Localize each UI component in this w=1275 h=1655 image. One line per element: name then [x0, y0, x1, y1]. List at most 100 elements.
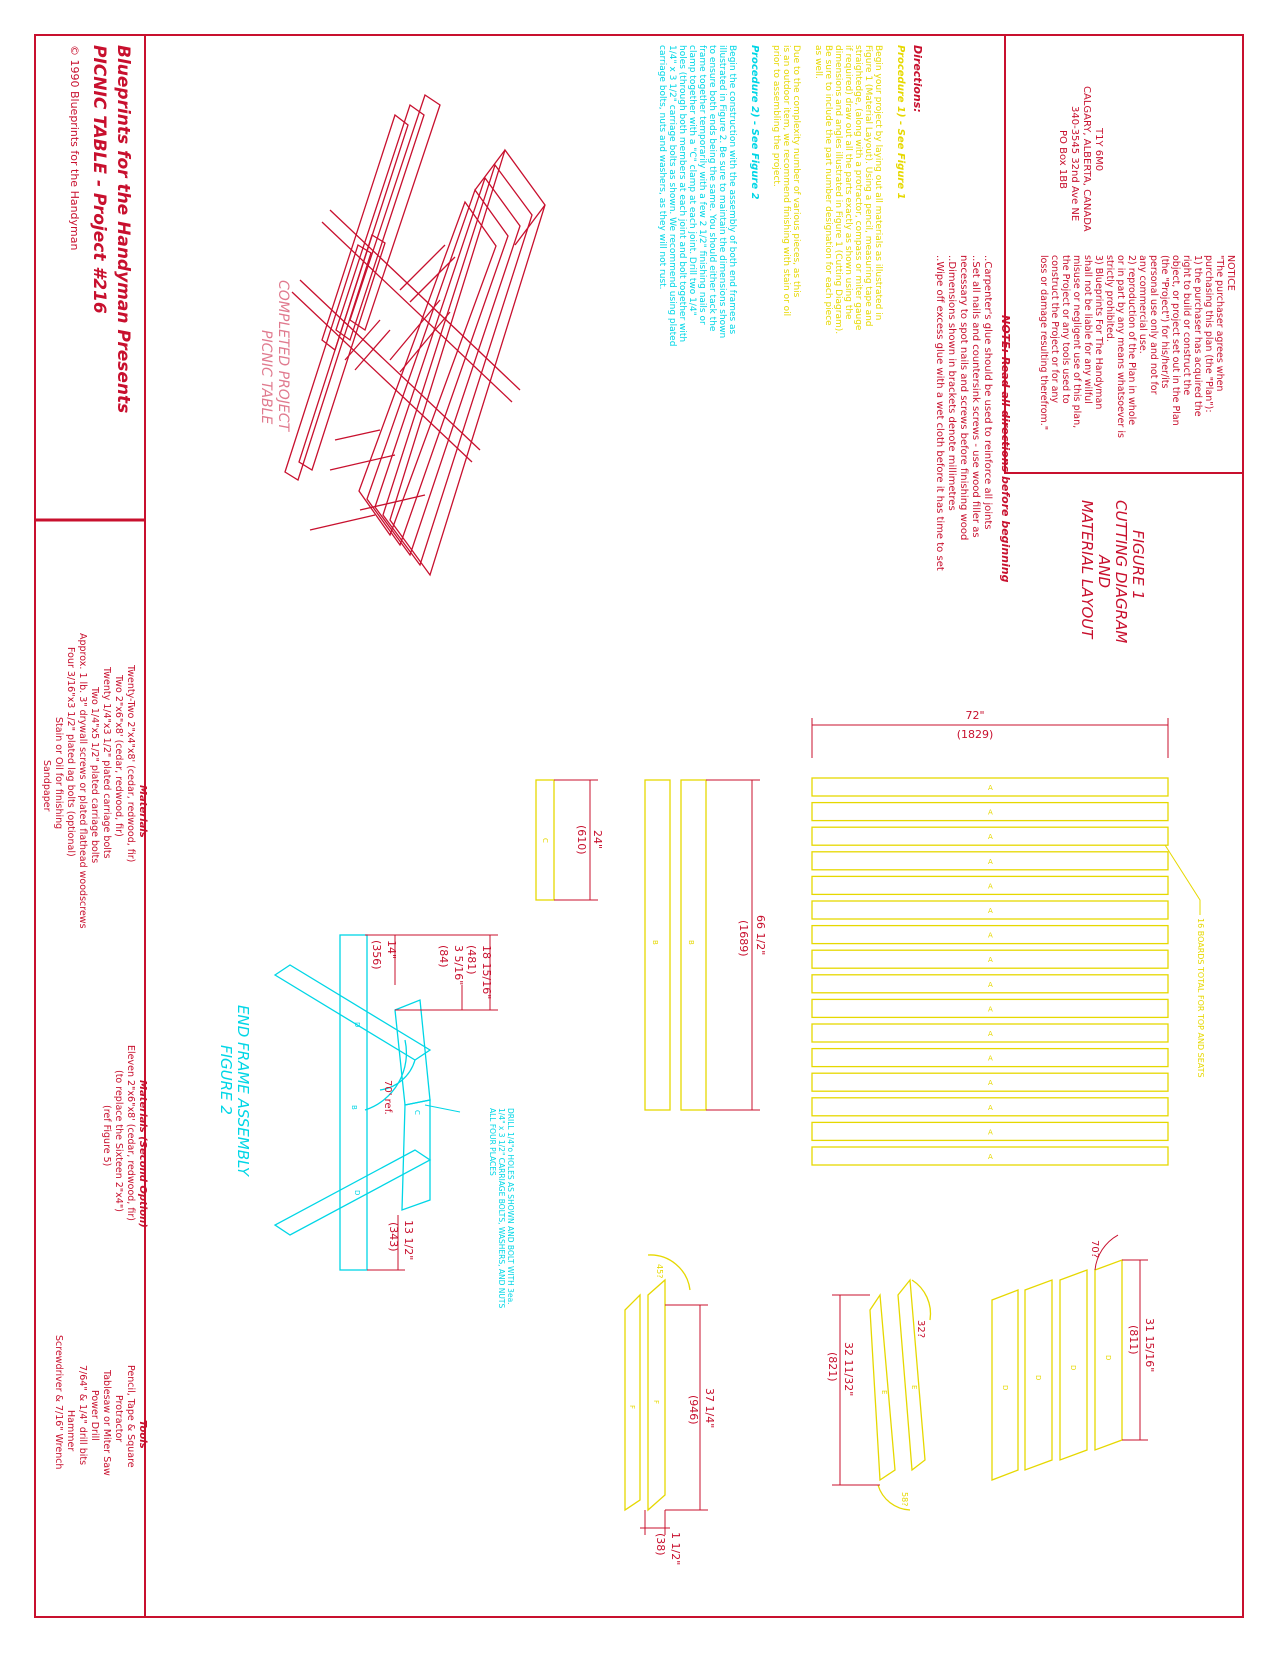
board-a-label: A: [988, 809, 993, 817]
board-a: [811, 949, 1169, 969]
board-a-label: A: [988, 1153, 993, 1161]
title-line-2: PICNIC TABLE - Project #216: [89, 45, 109, 314]
materials-item: Two 2"x6"x8' (cedar, redwood, fir): [113, 674, 124, 837]
materials-2-item: (ref Figure 5): [101, 1105, 112, 1166]
dim-37: [640, 1304, 708, 1535]
address-line: CALGARY, ALBERTA, CANADA: [1081, 86, 1092, 232]
figure-2-dims: [365, 934, 498, 1271]
materials-heading: Materials: [137, 785, 148, 838]
board-a-label: A: [988, 907, 993, 915]
notice-line: 3) Blueprints For The Handyman: [1093, 255, 1104, 409]
procedure-1-heading: Procedure 1) - See Figure 1: [895, 45, 906, 200]
notice-line: "The purchaser agrees when: [1214, 255, 1225, 391]
board-a: [811, 777, 1169, 797]
dim-3-mm: (84): [437, 945, 450, 968]
address-line: PO Box 1BB: [1057, 130, 1068, 189]
direction-item: ..Wipe off excess glue with a wet cloth …: [934, 255, 945, 571]
frame-angle-ref: 70' ref.: [382, 1080, 393, 1115]
figure-2-title-line: FIGURE 2: [217, 1045, 235, 1115]
board-a: [811, 801, 1169, 822]
board-a-label: A: [988, 932, 993, 940]
dim-72: [811, 718, 1169, 758]
dim-18-mm: (481): [465, 945, 478, 975]
dim-31-mm: (811): [1127, 1325, 1140, 1355]
notice-line: right to build or construct the: [1181, 255, 1192, 395]
procedure-line: carriage bolts, nuts and washers, as the…: [657, 45, 667, 290]
frame-part-b-label: B: [350, 1105, 358, 1110]
materials-item: Sandpaper: [41, 760, 52, 812]
picnic-table-drawing: [284, 93, 546, 577]
board-e-label: E: [910, 1385, 918, 1389]
tools-item: 7/64" & 1/4" drill bits: [77, 1365, 88, 1465]
procedure-line: is an outdoor item, we recommend finishi…: [781, 45, 791, 316]
materials-item: Two 1/4"x5 1/2" plated carriage bolts: [89, 686, 100, 863]
copyright-text: © 1990 Blueprints for the Handyman: [68, 45, 81, 251]
procedure-line: if required) draw out all the parts exac…: [843, 45, 853, 320]
tools-item: Tablesaw or Miter Saw: [101, 1369, 112, 1476]
notice-line: purchasing this plan (the "Plan"):: [1203, 255, 1214, 413]
board-a: [811, 1047, 1169, 1068]
dim-72-label: 72": [965, 709, 984, 722]
board-b-label: B: [651, 940, 659, 945]
end-frame-drawing: [273, 934, 432, 1271]
title-line-1: Blueprints for the Handyman Presents: [113, 45, 133, 413]
completed-label-line-2: COMPLETED PROJECT: [275, 280, 291, 433]
materials-item: Four 3/16"x3 1/2" plated lag bolts (opti…: [65, 647, 76, 857]
title-block: Blueprints for the Handyman Presents PIC…: [68, 45, 133, 413]
procedure-line: clamp together with a "C" clamp at each …: [687, 45, 697, 316]
board-e-label: E: [880, 1390, 888, 1394]
board-a-label: A: [988, 1128, 993, 1136]
tools-item: Pencil, Tape & Square: [125, 1365, 136, 1468]
procedure-line: frame together temporarily with a few 2 …: [697, 45, 707, 325]
notice-line: construct the Project or for any: [1049, 255, 1060, 403]
materials-2-item: (to replace the Sixteen 2"x4"): [113, 1070, 124, 1212]
completed-label-line-1: PICNIC TABLE: [258, 330, 274, 424]
tools-item: Screwdriver & 7/16" Wrench: [53, 1335, 64, 1469]
board-a-label: A: [988, 956, 993, 964]
board-a-label: A: [988, 1104, 993, 1112]
board-f-label: F: [628, 1405, 636, 1409]
direction-item: ..Set all nails and countersink screws -…: [970, 255, 981, 538]
address-line: T1Y 6M0: [1093, 127, 1104, 171]
notice-line: shall not be liable for any wilful: [1082, 255, 1093, 404]
board-d-label: D: [1034, 1375, 1042, 1380]
figure-1-title-line: CUTTING DIAGRAM: [1112, 500, 1130, 643]
dim-32-label: 32 11/32": [842, 1342, 855, 1396]
materials-item: Approx. 1 lb. 3" drywall screws or plate…: [77, 633, 88, 929]
dim-13-label: 13 1/2": [402, 1220, 415, 1260]
angle-70-label: 70?: [1089, 1240, 1100, 1258]
table-top-boards: [358, 148, 546, 577]
dim-3-label: 3 5/16": [452, 945, 465, 985]
procedure-1-block: Procedure 1) - See Figure 1 Begin your p…: [771, 45, 906, 334]
direction-item: ..Dimensions shown in brackets denote mi…: [946, 255, 957, 511]
boards-note: 16 BOARDS TOTAL FOR TOP AND SEATS: [1196, 918, 1205, 1078]
dim-37-label: 37 1/4": [703, 1388, 716, 1428]
dim-24-label: 24": [591, 830, 604, 849]
directions-block: NOTE: Read all directions before beginni…: [911, 45, 1012, 583]
board-d-label: D: [1104, 1355, 1112, 1360]
boards-e: [869, 1278, 932, 1511]
procedure-2-block: Procedure 2) - See Figure 2 Begin the co…: [657, 45, 760, 346]
boards-d: [991, 1259, 1123, 1481]
board-d-label: D: [1001, 1385, 1009, 1390]
drill-note: DRILL 1/4"o HOLES AS SHOWN AND BOLT WITH…: [488, 1108, 515, 1308]
materials-block: Materials Twenty-Two 2"x4"x8' (cedar, re…: [41, 633, 148, 929]
figure-1-title-line: MATERIAL LAYOUT: [1078, 500, 1096, 640]
board-d-label: D: [1069, 1365, 1077, 1370]
tools-item: Protractor: [113, 1395, 124, 1442]
direction-item: necessary to spot nails and screws befor…: [958, 255, 969, 540]
dim-24: [554, 779, 598, 901]
board-a: [811, 1072, 1169, 1092]
board-c-label: C: [541, 838, 549, 843]
notice-line: the Project or any tools used to: [1060, 255, 1071, 404]
dim-66-mm: (1689): [737, 920, 750, 957]
dim-31: [1094, 1234, 1148, 1441]
notice-line: personal use only and not for: [1148, 255, 1159, 395]
board-a: [811, 826, 1169, 846]
board-a-label: A: [988, 1055, 993, 1063]
notice-line: object, or project set out in the Plan: [1170, 255, 1181, 426]
notice-line: misuse or negligent use of this plan,: [1071, 255, 1082, 428]
board-a: [811, 900, 1169, 920]
procedure-line: to ensure both ends being the same. You …: [707, 45, 717, 332]
procedure-line: Figure 1 (Material Layout). Using a penc…: [863, 45, 873, 327]
